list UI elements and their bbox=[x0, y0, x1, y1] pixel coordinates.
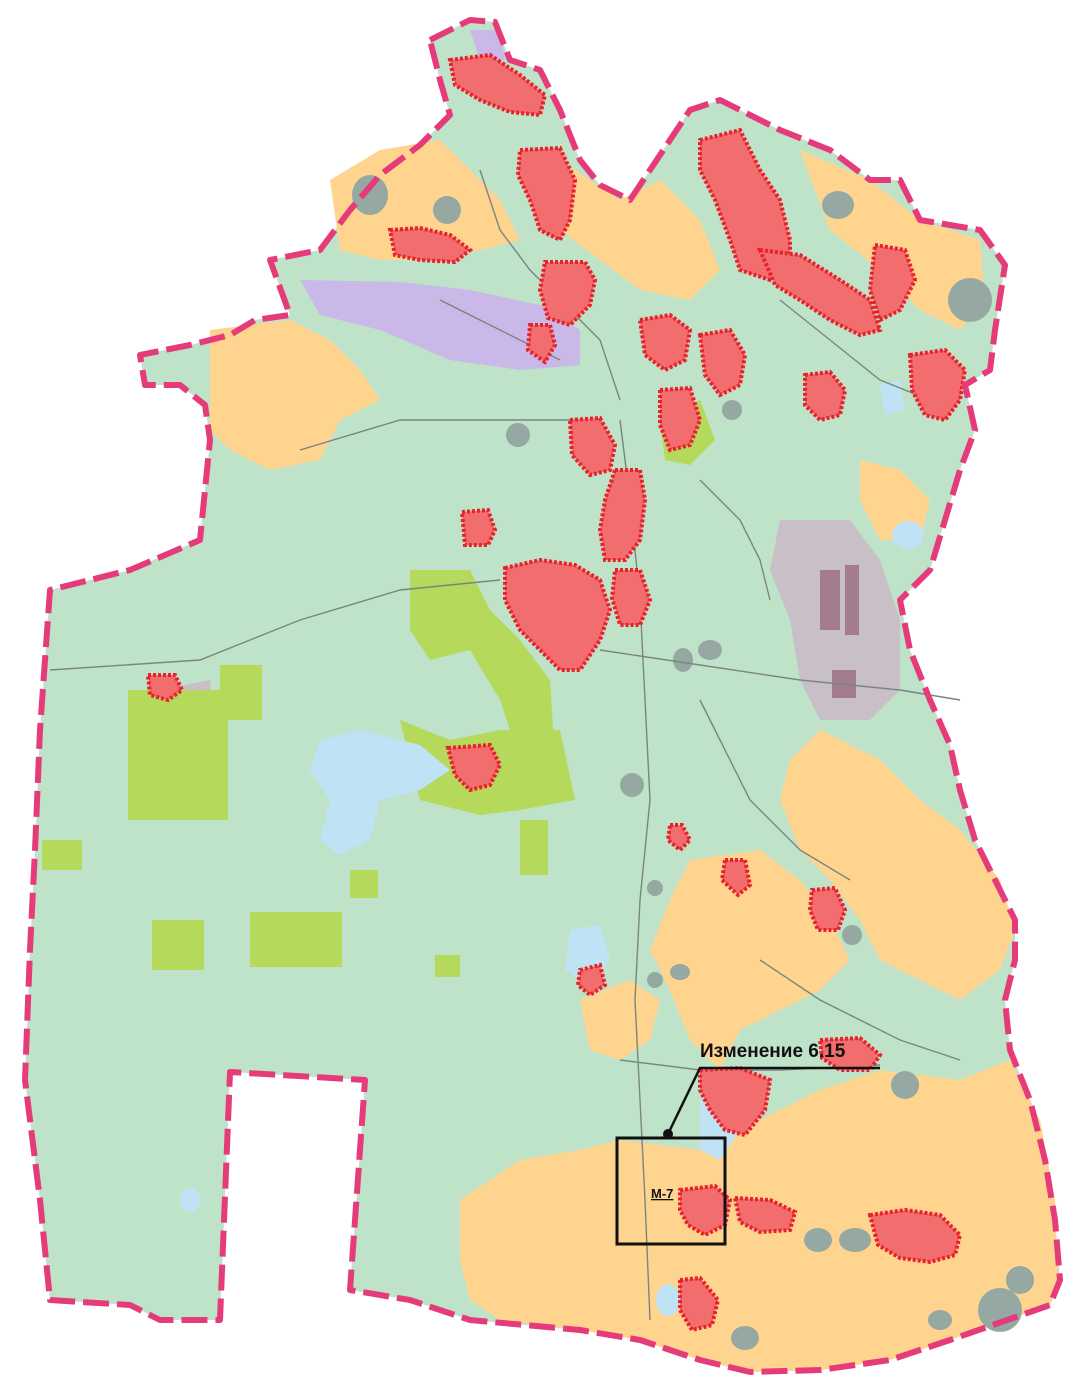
callout-leader bbox=[666, 1066, 880, 1135]
callout-anchor-dot bbox=[663, 1129, 673, 1139]
special-zones bbox=[300, 30, 580, 370]
settlements bbox=[145, 52, 968, 1333]
inset-label: М-7 bbox=[651, 1186, 673, 1201]
agricultural-zones bbox=[42, 400, 715, 977]
callout-label: Изменение 6.15 bbox=[700, 1041, 846, 1062]
municipal-boundary bbox=[22, 17, 1063, 1375]
